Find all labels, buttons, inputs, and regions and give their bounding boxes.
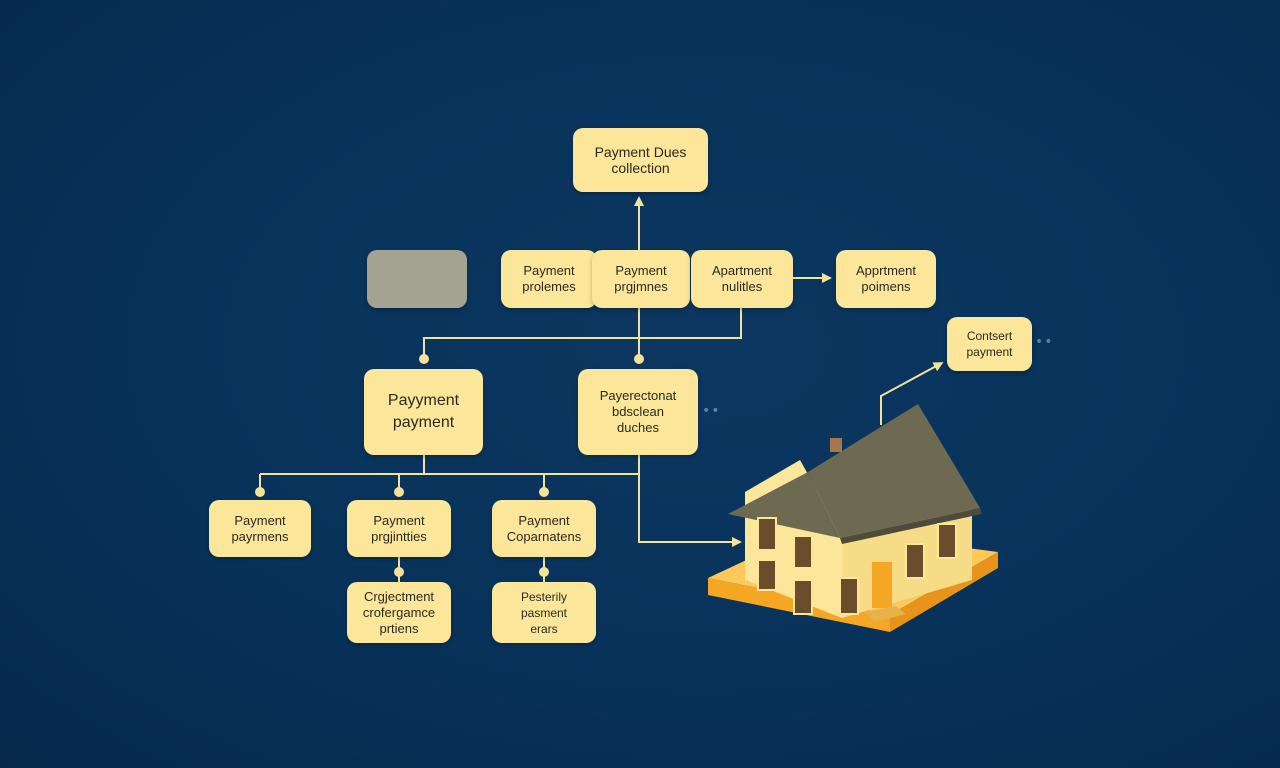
house-window xyxy=(839,577,859,615)
house-window xyxy=(757,517,777,551)
house-roof-main xyxy=(808,404,980,538)
node-payment-dues-collection: Payment Dues collection xyxy=(573,128,708,192)
node-line: Payment Dues xyxy=(594,144,687,160)
node-line: nulitles xyxy=(721,279,763,294)
junction-dot xyxy=(255,487,265,497)
house-window xyxy=(937,523,957,559)
house-window xyxy=(793,535,813,569)
ellipsis-decoration: •• xyxy=(702,403,721,419)
junction-dot xyxy=(539,487,549,497)
house-chimney xyxy=(830,438,842,452)
house-window xyxy=(757,559,777,591)
house-roof xyxy=(728,472,840,538)
junction-dot xyxy=(394,567,404,577)
node-line: Payment xyxy=(615,263,667,278)
ellipsis-decoration: •• xyxy=(1035,334,1054,350)
house-steps xyxy=(864,606,906,622)
house-window xyxy=(905,543,925,579)
connector-apartment-branch xyxy=(423,308,742,360)
node-payment-payrmens: Payment payrmens xyxy=(209,500,311,557)
node-line: Payment xyxy=(518,512,570,528)
node-payment-payment: Payyment payment xyxy=(364,369,483,455)
node-line: prgjintties xyxy=(371,528,427,544)
connector-level3-bus xyxy=(423,455,639,475)
house-icon xyxy=(708,404,998,632)
node-payment-programmes: Payment prgjmnes xyxy=(592,250,690,308)
house-window xyxy=(793,579,813,615)
node-line: Payerectonat xyxy=(599,388,677,403)
node-line: Contsert xyxy=(966,329,1013,343)
node-payment-prgjintties: Payment prgjintties xyxy=(347,500,451,557)
node-line: payment xyxy=(392,414,455,431)
node-line: bdsclean xyxy=(611,404,665,419)
node-line: Payyment xyxy=(387,392,460,409)
node-apartment-poimens: Apprtment poimens xyxy=(836,250,936,308)
node-line: Crgjectment xyxy=(363,588,435,604)
node-line: Payment xyxy=(523,263,575,278)
node-grey-placeholder xyxy=(367,250,467,308)
node-line: duches xyxy=(617,420,659,435)
node-line: poimens xyxy=(861,279,911,294)
node-line: Pesterily xyxy=(520,589,567,604)
node-line: payrmens xyxy=(231,528,289,544)
junction-dot xyxy=(419,354,429,364)
node-payerectonat: Payerectonat bdsclean duches xyxy=(578,369,698,455)
node-line: Coparnatens xyxy=(506,528,582,544)
junction-dot xyxy=(394,487,404,497)
node-line: pasment xyxy=(520,605,568,620)
node-line: Payment xyxy=(373,512,425,528)
node-consent-payment: Contsert payment xyxy=(947,317,1032,371)
connector-house-to-consent xyxy=(880,362,944,425)
node-crgjectment: Crgjectment crofergamce prtiens xyxy=(347,582,451,643)
node-apartment-nulities: Apartment nulitles xyxy=(691,250,793,308)
node-line: prolemes xyxy=(522,279,576,294)
node-line: prtiens xyxy=(379,620,419,636)
node-line: payment xyxy=(966,345,1013,359)
house-roof-edge xyxy=(840,508,982,544)
node-payment-problems: Payment prolemes xyxy=(501,250,597,308)
junction-dot xyxy=(539,567,549,577)
node-line: erars xyxy=(530,621,558,636)
node-line: Apartment xyxy=(712,263,772,278)
node-line: Apprtment xyxy=(856,263,916,278)
node-pestenity: Pesterily pasment erars xyxy=(492,582,596,643)
house-door xyxy=(872,562,892,608)
junction-dot xyxy=(634,354,644,364)
node-line: crofergamce xyxy=(362,604,436,620)
node-line: collection xyxy=(611,160,670,176)
node-line: Payment xyxy=(234,512,286,528)
node-line: prgjmnes xyxy=(614,279,668,294)
node-payment-coparnatens: Payment Coparnatens xyxy=(492,500,596,557)
connector-to-house xyxy=(638,455,742,547)
